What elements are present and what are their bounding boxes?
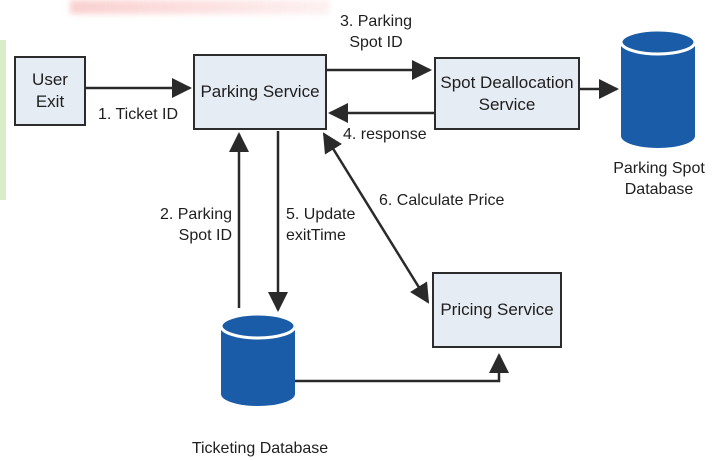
edge-calculate-price-arrow <box>322 132 430 304</box>
pricing-service-label: Pricing Service <box>440 300 554 319</box>
user-exit-box: User Exit <box>14 56 86 126</box>
ticketing-database-label: Ticketing Database <box>191 440 329 457</box>
watermark-bar-top <box>70 0 330 14</box>
edge-label-parking-spot-id-2: 2. Parking Spot ID <box>159 206 232 244</box>
edge-label-calculate-price: 6. Calculate Price <box>379 192 505 209</box>
edge-label-response: 4. response <box>343 126 427 143</box>
parking-spot-database-icon <box>619 28 697 148</box>
spot-deallocation-service-label: Spot Deallocation Service <box>440 72 574 114</box>
edge-label-update-exittime: 5. Update exitTime <box>286 206 356 244</box>
edge-label-parking-spot-id-3: 3. Parking Spot ID <box>339 13 413 51</box>
edge-label-ticket-id: 1. Ticket ID <box>98 106 179 123</box>
ticketing-database-icon <box>219 312 297 406</box>
pricing-service-box: Pricing Service <box>432 272 562 348</box>
user-exit-label: User Exit <box>32 70 68 111</box>
edge-ticketing-to-pricing-arrow <box>294 353 509 383</box>
spot-deallocation-service-box: Spot Deallocation Service <box>434 57 580 130</box>
watermark-bar-left <box>0 40 6 200</box>
parking-service-box: Parking Service <box>193 54 327 130</box>
parking-spot-database-label: Parking Spot Database <box>613 160 705 198</box>
parking-service-label: Parking Service <box>200 82 320 101</box>
